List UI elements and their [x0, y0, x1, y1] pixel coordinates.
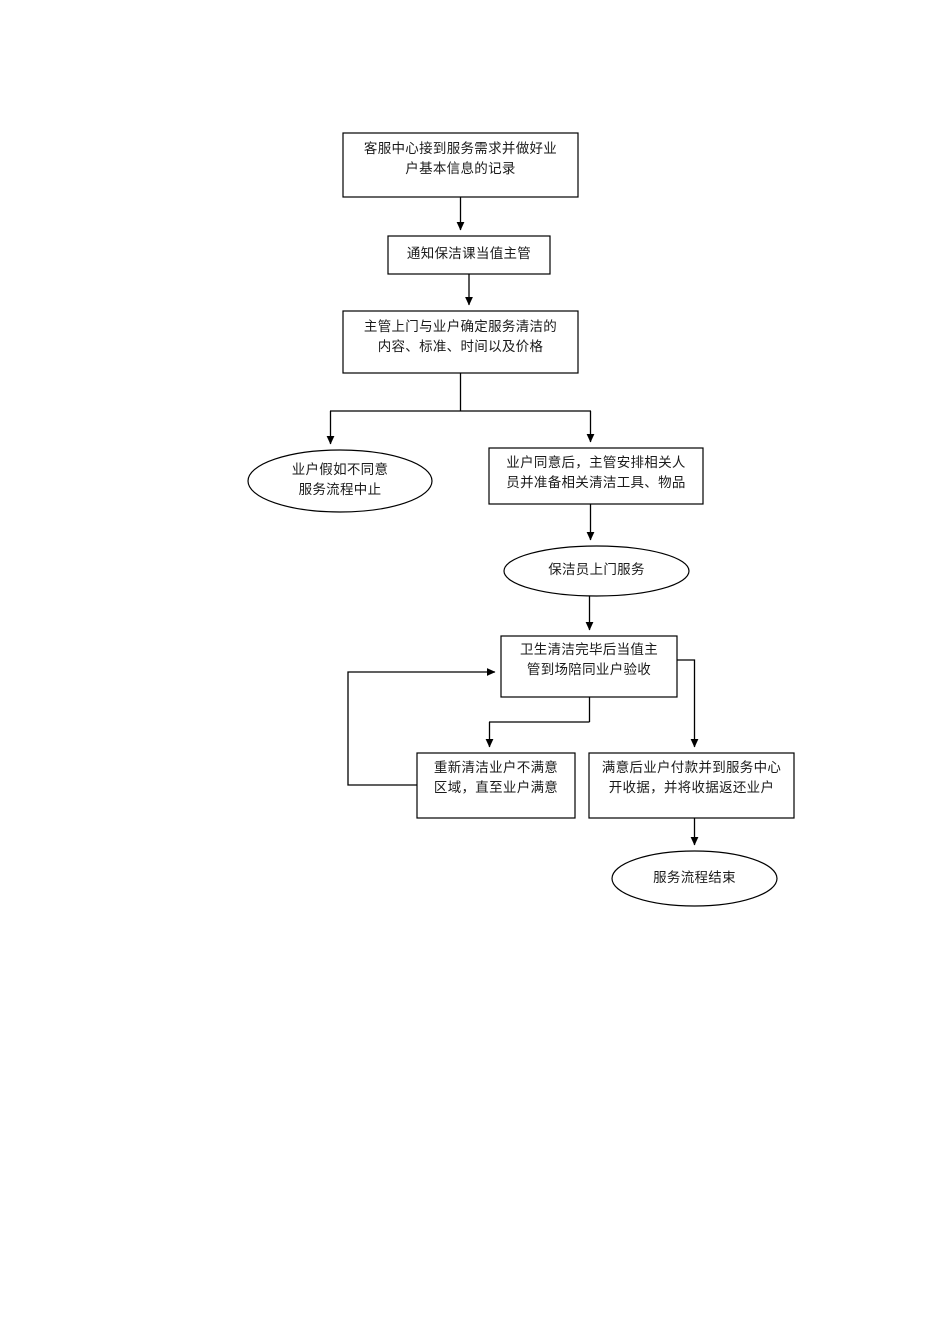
node-shape-n4: [247, 449, 433, 513]
node-shape-n1: [342, 132, 579, 198]
edge-n7-n9: [677, 659, 699, 748]
node-shape-n7: [500, 635, 678, 698]
node-shape-n10: [611, 850, 778, 907]
node-shape-n3: [342, 310, 579, 374]
node-shape-n6: [503, 545, 690, 597]
node-shape-n2: [387, 235, 551, 275]
node-shape-n5: [488, 447, 704, 505]
node-shape-n8: [416, 752, 576, 819]
edge-n8-n7-feedback: [347, 668, 496, 786]
node-shape-n9: [588, 752, 795, 819]
